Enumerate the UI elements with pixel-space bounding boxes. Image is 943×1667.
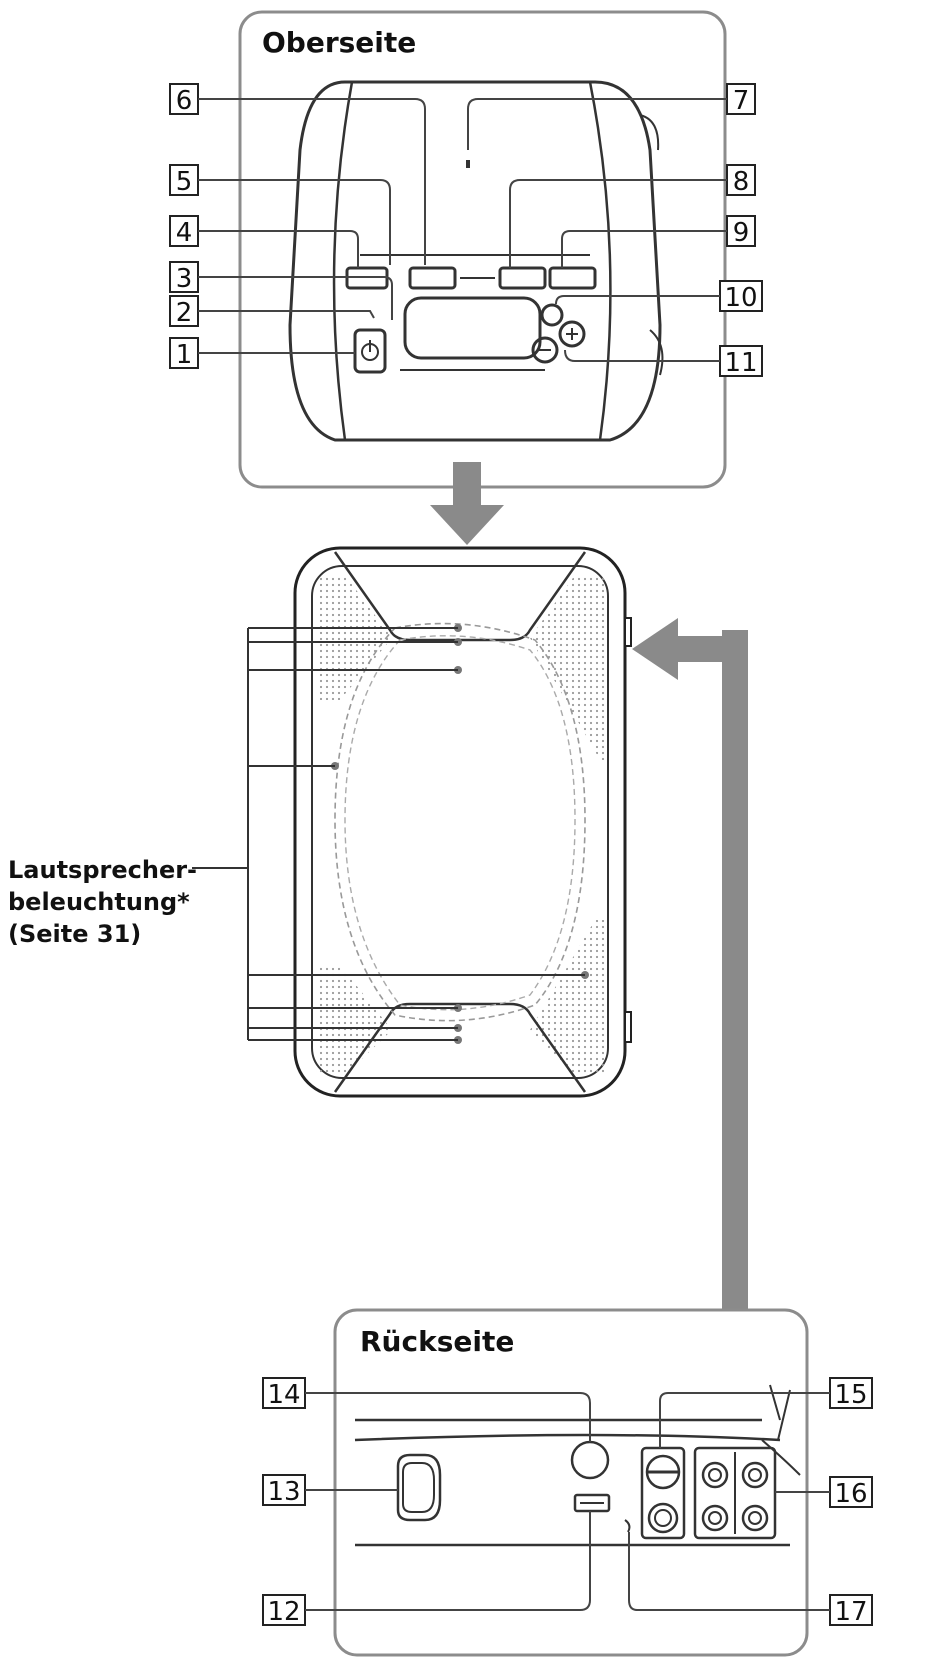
callout-4: 4 bbox=[176, 218, 193, 248]
callout-7: 7 bbox=[733, 86, 750, 116]
speaker-light-label-line3: (Seite 31) bbox=[8, 920, 141, 948]
callout-5: 5 bbox=[176, 167, 193, 197]
callout-11: 11 bbox=[724, 348, 757, 378]
callout-12: 12 bbox=[267, 1597, 300, 1627]
rear-view-panel bbox=[333, 1308, 809, 1657]
callout-8: 8 bbox=[733, 167, 750, 197]
speaker-front-body bbox=[293, 546, 627, 1098]
callout-2: 2 bbox=[176, 298, 193, 328]
rear-view: Rückseite bbox=[262, 1308, 873, 1657]
callout-9: 9 bbox=[733, 218, 750, 248]
speaker-light-label-line2: beleuchtung* bbox=[8, 888, 190, 916]
callout-6: 6 bbox=[176, 86, 193, 116]
top-view-panel bbox=[238, 10, 727, 489]
top-speaker-body bbox=[288, 80, 664, 442]
front-view: Lautsprecher- beleuchtung* (Seite 31) bbox=[8, 546, 632, 1098]
arrow-down bbox=[430, 462, 504, 545]
callout-15: 15 bbox=[834, 1380, 867, 1410]
rear-callouts: 14 13 12 15 16 17 bbox=[262, 1377, 873, 1627]
arrow-up-left bbox=[632, 618, 748, 1312]
callout-3: 3 bbox=[176, 264, 193, 294]
callout-1: 1 bbox=[176, 340, 193, 370]
callout-14: 14 bbox=[267, 1380, 300, 1410]
top-leader-lines bbox=[198, 98, 727, 362]
callout-16: 16 bbox=[834, 1479, 867, 1509]
top-callouts: 6 5 4 3 2 1 7 8 9 10 11 bbox=[169, 83, 763, 378]
callout-13: 13 bbox=[267, 1477, 300, 1507]
rear-view-title: Rückseite bbox=[360, 1325, 514, 1358]
speaker-light-label-line1: Lautsprecher- bbox=[8, 856, 197, 884]
top-view-title: Oberseite bbox=[262, 26, 416, 59]
callout-10: 10 bbox=[724, 283, 757, 313]
callout-17: 17 bbox=[834, 1597, 867, 1627]
top-view: Oberseite bbox=[169, 10, 763, 489]
